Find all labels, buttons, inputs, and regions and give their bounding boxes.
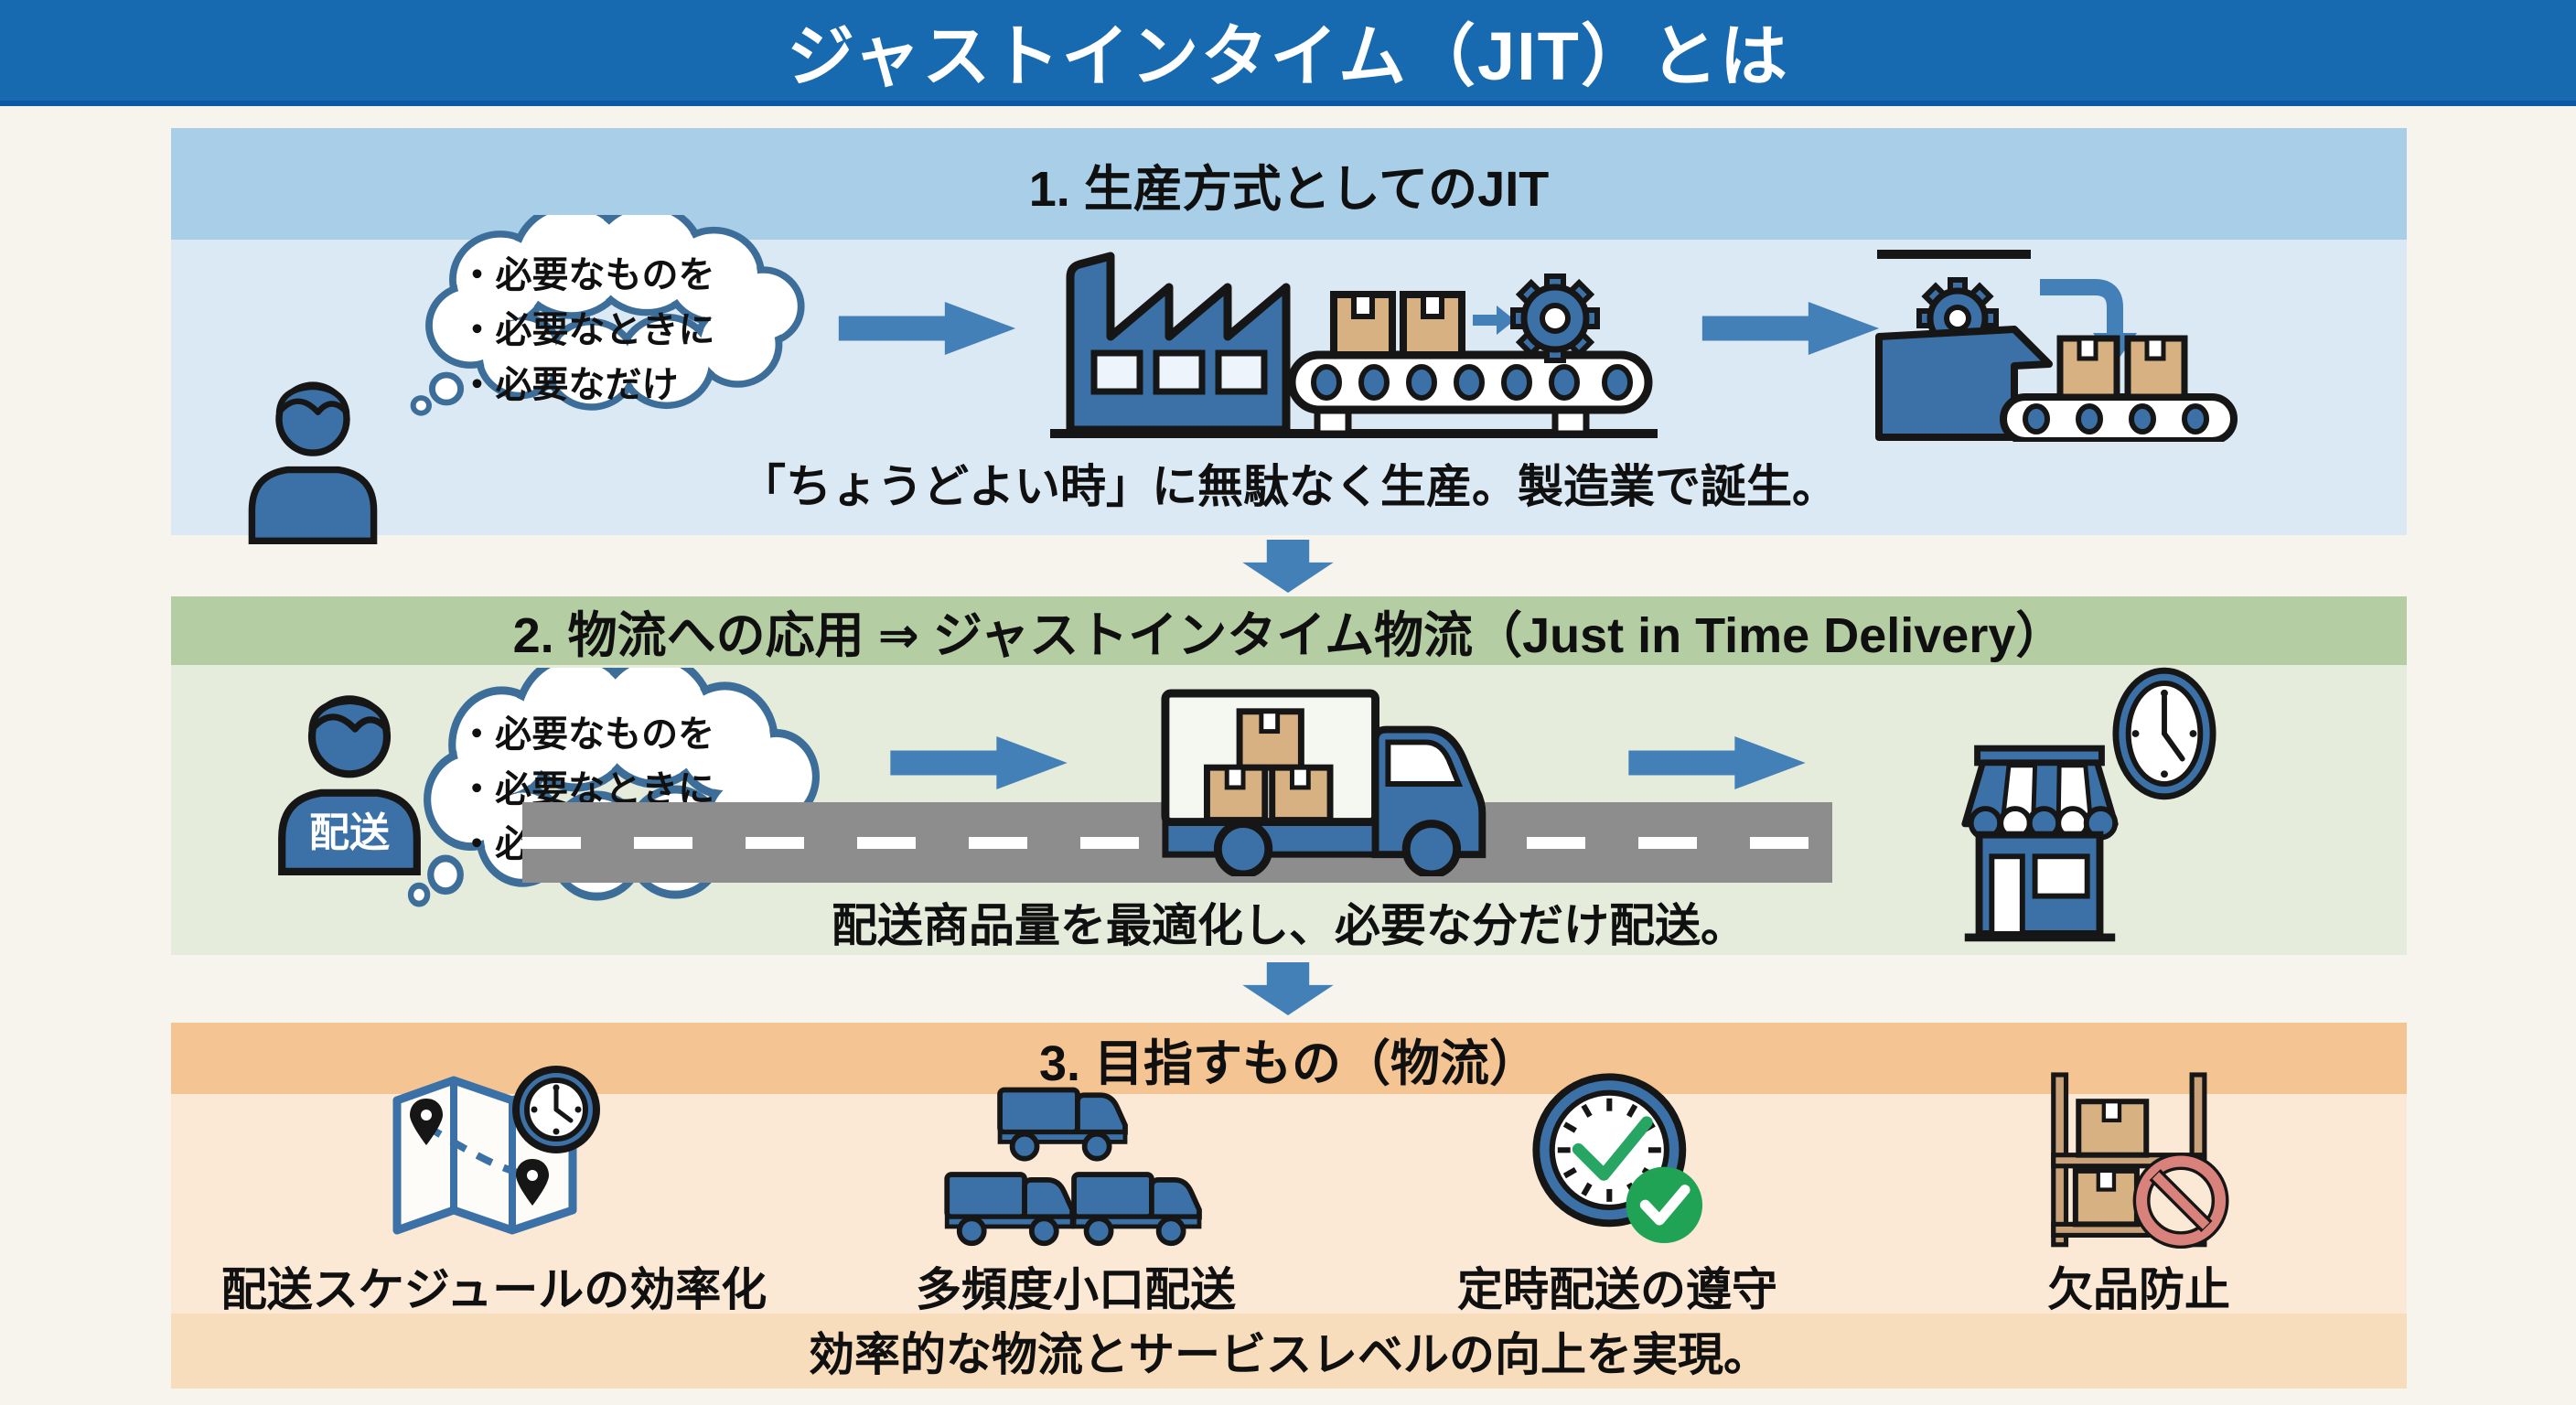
thought-bubble-text: ・必要なものを ・必要なときに ・必要なだけ xyxy=(459,248,715,413)
down-arrow-icon xyxy=(1237,962,1339,1015)
cab-window xyxy=(1385,739,1464,787)
factory-conveyor-icon xyxy=(1043,227,1665,442)
goal-label: 配送スケジュールの効率化 xyxy=(220,1264,767,1315)
bubble-line: ・必要なだけ xyxy=(458,365,679,405)
location-pin xyxy=(516,1159,549,1206)
location-pin xyxy=(410,1099,443,1145)
green-check xyxy=(1572,1116,1653,1181)
wheel xyxy=(1401,820,1462,876)
gear-icon xyxy=(1510,273,1600,363)
small-arrow xyxy=(1473,306,1515,335)
factory-windows xyxy=(1090,349,1268,395)
clock-check-icon xyxy=(1489,1073,1745,1249)
factory-building xyxy=(1066,252,1291,434)
page-title-bar: ジャストインタイム（JIT）とは xyxy=(0,0,2576,106)
section-3-caption: 効率的な物流とサービスレベルの向上を実現。 xyxy=(809,1329,1769,1380)
delivery-person-icon: 配送 xyxy=(263,688,436,875)
clock-svg xyxy=(2112,667,2216,800)
goal-label: 多頻度小口配送 xyxy=(916,1264,1236,1315)
machine-output-icon xyxy=(1866,227,2241,442)
clock-icon xyxy=(2110,666,2218,801)
check-badge xyxy=(1626,1166,1703,1244)
bubble-line: ・必要なものを xyxy=(458,255,715,295)
section-2-panel: 2. 物流への応用 ⇒ ジャストインタイム物流（Just in Time Del… xyxy=(171,596,2407,955)
wheel xyxy=(1213,820,1273,876)
cargo-boxes xyxy=(2072,1099,2149,1228)
conveyor-rollers xyxy=(2023,403,2209,434)
down-arrow-icon xyxy=(1237,540,1339,593)
storefront-svg xyxy=(1961,745,2119,942)
truck-svg xyxy=(1161,689,1487,876)
storefront-icon xyxy=(1952,741,2128,944)
thought-bubble-svg xyxy=(410,215,805,416)
factory-svg xyxy=(1050,252,1658,438)
map-clock-svg xyxy=(392,1066,600,1235)
person-icon xyxy=(231,375,395,544)
goal-label: 欠品防止 xyxy=(2047,1264,2230,1315)
person-icon-svg xyxy=(278,695,421,875)
clock-check-svg xyxy=(1532,1073,1703,1244)
section-3-panel: 3. 目指すもの（物流） xyxy=(171,1023,2407,1389)
right-arrow-icon xyxy=(1701,302,1880,355)
thought-bubble-icon: ・必要なものを ・必要なときに ・必要なだけ xyxy=(405,215,817,421)
shelf-stockout-icon xyxy=(2011,1072,2267,1249)
right-arrow-icon xyxy=(1626,736,1809,789)
delivery-person-label: 配送 xyxy=(309,810,390,855)
cargo-boxes xyxy=(1330,291,1465,359)
section-3-footer: 効率的な物流とサービスレベルの向上を実現。 xyxy=(171,1314,2407,1389)
section-1-caption: 「ちょうどよい時」に無駄なく生産。製造業で誕生。 xyxy=(740,461,1838,512)
cargo-boxes xyxy=(2056,335,2188,401)
clock-icon xyxy=(512,1066,600,1153)
bubble-line: ・必要なものを xyxy=(458,713,715,755)
section-1-panel: 1. 生産方式としてのJIT xyxy=(171,128,2407,544)
section-2-heading: 2. 物流への応用 ⇒ ジャストインタイム物流（Just in Time Del… xyxy=(171,596,2407,665)
store-window xyxy=(2032,853,2090,899)
prohibition-sign xyxy=(2132,1153,2229,1249)
machine-svg xyxy=(1875,250,2238,442)
bubble-line: ・必要なときに xyxy=(458,310,715,350)
shelf-svg xyxy=(2050,1072,2229,1249)
right-arrow-icon xyxy=(887,736,1070,789)
person-icon-svg xyxy=(248,381,378,544)
section-2-caption: 配送商品量を最適化し、必要な分だけ配送。 xyxy=(832,900,1746,951)
trucks-icon xyxy=(939,1103,1213,1249)
curved-arrow-icon xyxy=(2040,279,2123,335)
cargo-boxes xyxy=(1203,708,1334,824)
trucks-svg xyxy=(943,1078,1208,1249)
conveyor-rollers xyxy=(1311,364,1633,401)
delivery-truck-icon xyxy=(1158,686,1511,876)
page-title: ジャストインタイム（JIT）とは xyxy=(787,17,1789,94)
goal-label: 定時配送の遵守 xyxy=(1457,1264,1777,1315)
right-arrow-icon xyxy=(838,302,1016,355)
map-clock-icon xyxy=(366,1066,622,1249)
